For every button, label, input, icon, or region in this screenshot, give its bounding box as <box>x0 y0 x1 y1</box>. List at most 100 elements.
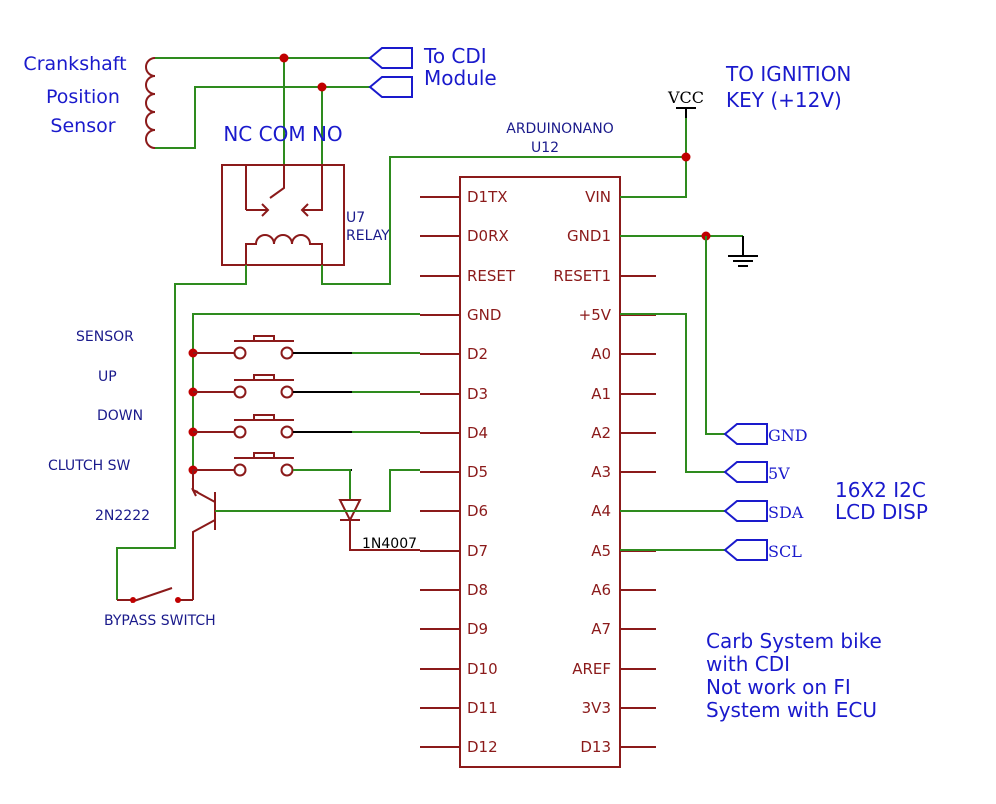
lcd-flag-5v <box>723 461 768 483</box>
relay-contacts-label: NC COM NO <box>223 122 342 146</box>
lcd-flag-label: GND <box>768 426 808 445</box>
transistor-emitter <box>192 470 216 503</box>
push-buttons <box>188 335 420 477</box>
wire-vcc-to-vin <box>620 118 687 198</box>
diode: 1N4007 <box>293 469 420 552</box>
relay-no-contact <box>302 165 323 211</box>
wire-clutch-to-diode <box>293 469 351 500</box>
button-label-sensor: SENSOR <box>76 329 134 345</box>
pin-label: D9 <box>467 620 488 638</box>
relay: NC COM NO U7 RELAY <box>221 122 390 266</box>
sensor-label-1: Crankshaft <box>23 53 126 75</box>
cdi-label-1: To CDI <box>423 44 487 68</box>
pin-label: A4 <box>591 502 611 520</box>
note-line-1: Carb System bike <box>706 629 882 653</box>
sensor-label-2: Position <box>46 86 120 108</box>
lcd-label-2: LCD DISP <box>835 500 928 524</box>
note-line-4: System with ECU <box>706 698 877 722</box>
vcc-symbol: VCC <box>667 88 704 118</box>
pin-label: GND <box>467 306 501 324</box>
pin-label: D0RX <box>467 227 509 245</box>
note-line-3: Not work on FI <box>706 675 851 699</box>
ignition-label-1: TO IGNITION <box>725 62 851 86</box>
arduino-nano: D1TXD0RXRESETGNDD2D3D4D5D6D7D8D9D10D11D1… <box>420 121 656 768</box>
vcc-label: VCC <box>667 88 704 107</box>
arduino-pins: D1TXD0RXRESETGNDD2D3D4D5D6D7D8D9D10D11D1… <box>420 188 656 756</box>
button-contact <box>233 425 247 439</box>
pin-label: GND1 <box>567 227 611 245</box>
arduino-ref: U12 <box>531 140 559 156</box>
bypass-contact <box>130 597 136 603</box>
note: Carb System bike with CDI Not work on FI… <box>706 629 882 722</box>
relay-com-arm <box>269 165 285 199</box>
pin-label: D12 <box>467 738 498 756</box>
button-contact <box>233 346 247 360</box>
button-plunger <box>253 452 275 458</box>
ignition-label-2: KEY (+12V) <box>726 88 842 112</box>
pin-label: VIN <box>585 188 611 206</box>
lcd-label-1: 16X2 I2C <box>835 478 926 502</box>
bypass-lever <box>130 587 173 603</box>
sensor-coil <box>145 57 156 149</box>
wire-sensor-bottom <box>155 86 370 149</box>
wire-diode-to-d5 <box>340 469 420 512</box>
pin-label: A0 <box>591 345 611 363</box>
button-label-clutch: CLUTCH SW <box>48 458 130 474</box>
relay-nc-arrow <box>261 203 270 217</box>
lcd-flag-label: SDA <box>768 503 804 522</box>
pin-label: D7 <box>467 542 488 560</box>
wire-gnd-bus <box>192 313 420 470</box>
button-plunger <box>253 335 275 341</box>
push-button <box>188 414 420 439</box>
cdi-connectors: To CDI Module <box>368 44 497 98</box>
bypass-label: BYPASS SWITCH <box>104 613 216 629</box>
transistor-label: 2N2222 <box>95 508 150 524</box>
pin-label: A7 <box>591 620 611 638</box>
pin-label: D3 <box>467 385 488 403</box>
wire-coil-to-bypass <box>116 265 247 600</box>
button-plunger <box>253 374 275 380</box>
crankshaft-sensor: Crankshaft Position Sensor <box>23 53 156 149</box>
button-label-down: DOWN <box>97 408 143 424</box>
button-contact <box>280 385 294 399</box>
cdi-flag-2 <box>368 76 413 98</box>
push-button <box>188 374 420 399</box>
lcd-flag-sda <box>723 500 768 522</box>
ground-symbol <box>728 236 758 267</box>
pin-label: A5 <box>591 542 611 560</box>
junction-dot <box>317 82 327 92</box>
lcd-flag-label: SCL <box>768 542 802 561</box>
cdi-label-2: Module <box>424 66 497 90</box>
bypass-switch: BYPASS SWITCH <box>104 265 247 629</box>
pin-label: D4 <box>467 424 488 442</box>
button-contact <box>233 385 247 399</box>
relay-ref: U7 <box>346 210 365 226</box>
arduino-name: ARDUINONANO <box>506 121 614 137</box>
pin-label: +5V <box>579 306 612 324</box>
transistor: 2N2222 <box>95 470 340 600</box>
relay-name: RELAY <box>346 228 390 244</box>
pin-label: A6 <box>591 581 611 599</box>
pin-label: A3 <box>591 463 611 481</box>
pin-label: D8 <box>467 581 488 599</box>
pin-label: D13 <box>580 738 611 756</box>
transistor-collector <box>192 519 216 600</box>
pin-label: D11 <box>467 699 498 717</box>
wire-lcd-5v <box>620 313 725 473</box>
junction-dot <box>681 152 691 162</box>
pin-label: AREF <box>572 660 611 678</box>
push-button <box>188 452 352 477</box>
button-contact <box>233 463 247 477</box>
pin-label: D1TX <box>467 188 508 206</box>
lcd-connectors: GND 5V SDA SCL <box>723 423 808 561</box>
pin-label: RESET <box>467 267 516 285</box>
diode-label: 1N4007 <box>362 536 417 552</box>
button-plunger <box>253 414 275 420</box>
button-contact <box>280 425 294 439</box>
button-contact <box>280 346 294 360</box>
button-contact <box>280 463 294 477</box>
button-label-up: UP <box>98 369 117 385</box>
diode-lead <box>349 520 420 551</box>
lcd-flag-gnd <box>723 423 768 445</box>
